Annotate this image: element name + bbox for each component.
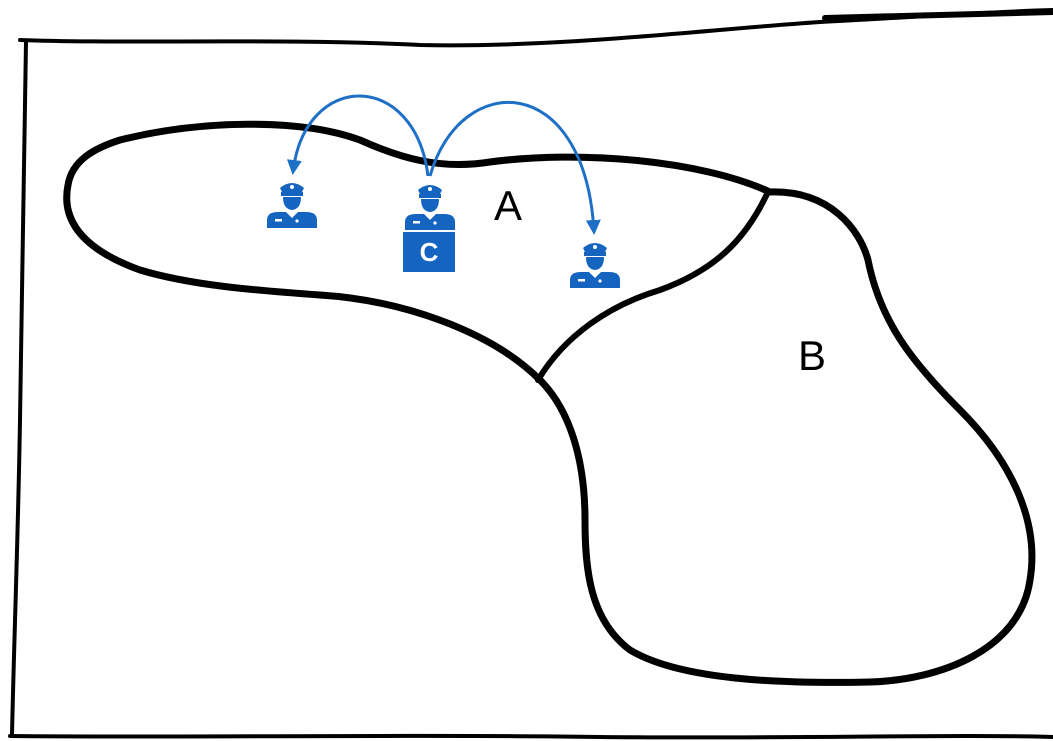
arrow-center-to-left xyxy=(286,94,430,177)
sketch-border xyxy=(8,8,1053,740)
officer-center: C xyxy=(403,185,455,272)
police-officer-icon xyxy=(570,243,620,288)
police-officer-icon xyxy=(405,185,455,230)
region-label-a: A xyxy=(494,182,522,229)
officer-badge xyxy=(403,232,455,272)
officer-left xyxy=(267,183,317,228)
arrow-center-to-right xyxy=(428,100,601,235)
officer-badge-label: C xyxy=(420,237,439,267)
movement-arrows xyxy=(286,94,601,235)
officer-right xyxy=(570,243,620,288)
region-label-b: B xyxy=(798,332,826,379)
police-officer-icon xyxy=(267,183,317,228)
region-outlines xyxy=(63,120,1036,686)
